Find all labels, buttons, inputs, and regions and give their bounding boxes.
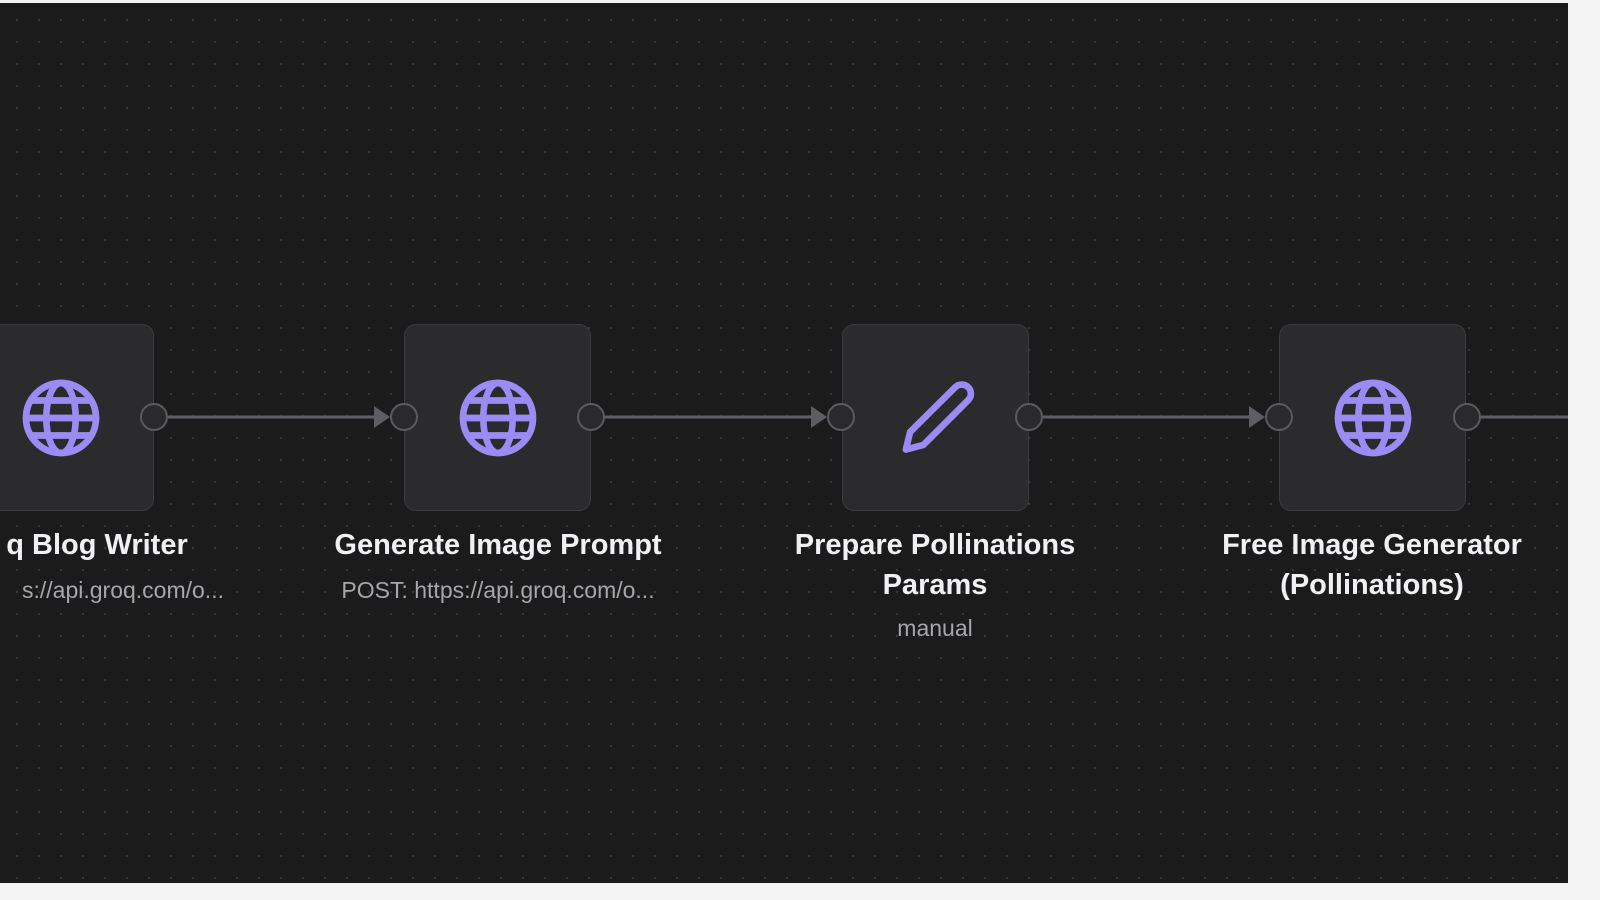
- connection-arrowhead: [811, 406, 827, 428]
- connection-arrowhead: [1249, 406, 1265, 428]
- node-subtitle: s://api.groq.com/o...: [22, 577, 224, 603]
- globe-icon: [456, 376, 540, 460]
- node-title-line: Params: [882, 569, 988, 601]
- output-port[interactable]: [1015, 403, 1043, 431]
- node-subtitle: manual: [897, 615, 973, 641]
- node-title: q Blog Writer: [6, 529, 188, 561]
- node-free-image-generator[interactable]: [1279, 324, 1466, 511]
- node-title-line: (Pollinations): [1280, 569, 1464, 601]
- node-prepare-pollinations-params[interactable]: [842, 324, 1029, 511]
- node-title: Prepare Pollinations Params: [755, 525, 1115, 605]
- globe-icon: [19, 376, 103, 460]
- node-title-line: Free Image Generator: [1222, 529, 1522, 561]
- connection-arrowhead: [374, 406, 390, 428]
- output-port[interactable]: [577, 403, 605, 431]
- node-title: Free Image Generator (Pollinations): [1192, 525, 1552, 605]
- input-port[interactable]: [1265, 403, 1293, 431]
- node-title-line: Prepare Pollinations: [794, 529, 1076, 561]
- node-generate-image-prompt[interactable]: [404, 324, 591, 511]
- node-title: Generate Image Prompt: [334, 529, 662, 561]
- node-blog-writer[interactable]: [0, 324, 154, 511]
- node-subtitle: POST: https://api.groq.com/o...: [341, 577, 655, 603]
- pencil-icon: [894, 376, 978, 460]
- input-port[interactable]: [827, 403, 855, 431]
- output-port[interactable]: [140, 403, 168, 431]
- input-port[interactable]: [390, 403, 418, 431]
- workflow-canvas[interactable]: q Blog Writer s://api.groq.com/o... Gene…: [0, 3, 1568, 883]
- globe-icon: [1331, 376, 1415, 460]
- output-port[interactable]: [1453, 403, 1481, 431]
